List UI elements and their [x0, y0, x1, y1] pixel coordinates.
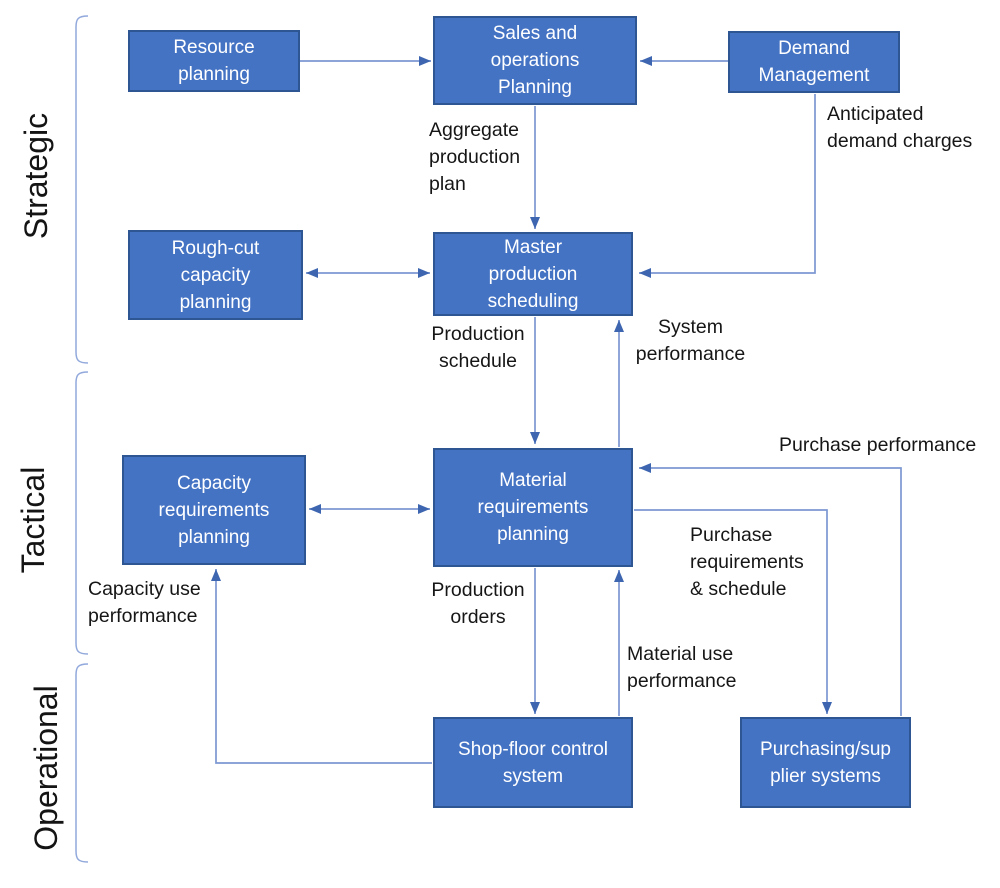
edge-label-system-performance: System performance: [635, 316, 746, 365]
bracket-strategic: [75, 15, 89, 364]
arrow-mrp-to-purchasing-requirements: [634, 509, 832, 714]
bracket-operational: [75, 663, 89, 863]
node-material-requirements-planning: Material requirements planning: [433, 448, 633, 567]
arrow-shopfloor-to-crp-capacity-use: [211, 569, 432, 764]
level-label-tactical: Tactical: [14, 466, 51, 574]
node-demand-management: Demand Management: [728, 31, 900, 93]
level-label-strategic: Strategic: [17, 112, 54, 240]
edge-label-purchase-requirements-schedule: Purchase requirements & schedule: [690, 524, 804, 600]
edge-label-material-use-performance: Material use performance: [627, 643, 737, 692]
node-purchasing-supplier-systems: Purchasing/sup plier systems: [740, 717, 911, 808]
node-capacity-requirements-planning: Capacity requirements planning: [122, 455, 306, 565]
edge-label-anticipated-demand-charges: Anticipated demand charges: [827, 103, 973, 152]
arrow-demand-to-mps: [639, 94, 816, 278]
arrow-purchasing-to-mrp-purchase-performance: [639, 463, 902, 716]
edge-label-purchase-performance: Purchase performance: [779, 434, 977, 456]
bracket-tactical: [75, 371, 89, 655]
node-sales-operations-planning: Sales and operations Planning: [433, 16, 637, 105]
edge-label-capacity-use-performance: Capacity use performance: [88, 578, 201, 627]
edge-label-production-schedule: Production schedule: [431, 323, 525, 372]
node-shop-floor-control-system: Shop-floor control system: [433, 717, 633, 808]
edge-label-production-orders: Production orders: [431, 579, 525, 628]
node-resource-planning: Resource planning: [128, 30, 300, 92]
node-master-production-scheduling: Master production scheduling: [433, 232, 633, 316]
level-label-operational: Operational: [27, 685, 64, 851]
node-rough-cut-capacity-planning: Rough-cut capacity planning: [128, 230, 303, 320]
edge-label-aggregate-production-plan: Aggregate production plan: [429, 119, 521, 195]
